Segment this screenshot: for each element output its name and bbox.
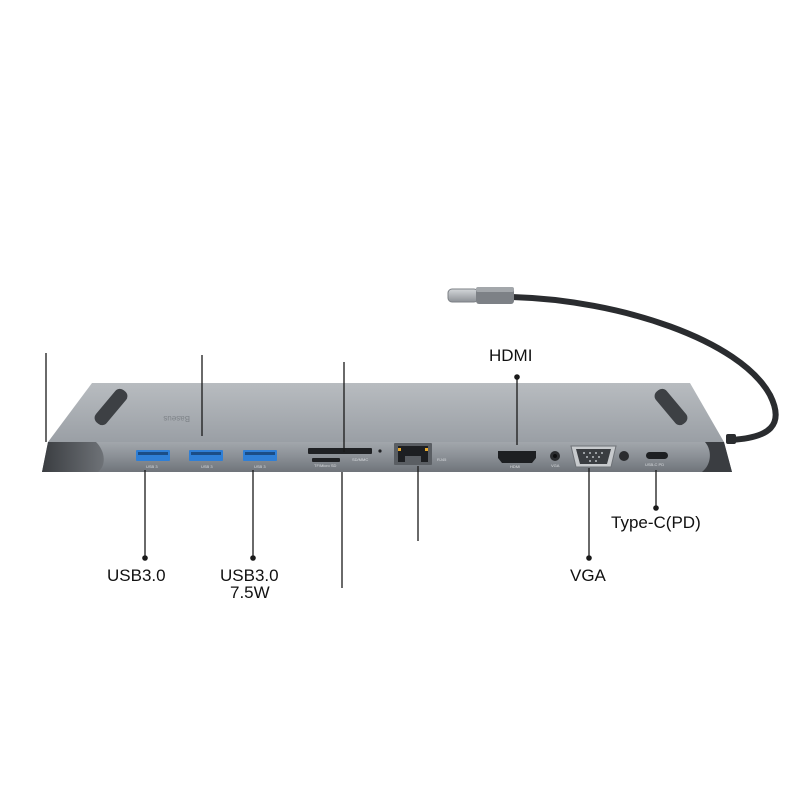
vga-port xyxy=(570,445,617,468)
card-reader-led xyxy=(378,449,382,453)
usb30-label-middle: USB3.0 xyxy=(220,566,279,585)
usb-a-port-3 xyxy=(243,450,277,461)
rubber-foot-left xyxy=(94,388,128,426)
callout-dot-vga xyxy=(586,555,592,561)
tf-card-slot xyxy=(312,458,340,462)
port-caption-usbc: USB-C PD xyxy=(645,462,664,467)
port-caption-usb3: USB 3 xyxy=(254,464,266,469)
rubber-foot-right xyxy=(654,388,688,426)
hub-front-panel xyxy=(42,442,732,472)
cable xyxy=(509,294,779,443)
callout-dot-hdmi xyxy=(514,374,520,380)
usb30-label-left: USB3.0 xyxy=(107,566,166,585)
usb-a-port-2 xyxy=(189,450,223,461)
brand-logo-text: Baseus xyxy=(163,414,190,423)
hdmi-label: HDMI xyxy=(489,346,533,365)
port-caption-hdmi: HDMI xyxy=(510,464,520,469)
usb30-power-label: 7.5W xyxy=(230,583,270,602)
cable-strain-relief xyxy=(726,434,736,444)
usb-a-port-1 xyxy=(136,450,170,461)
sd-card-slot xyxy=(308,448,372,454)
usb-c-pd-port xyxy=(646,452,668,459)
vga-label: VGA xyxy=(570,566,606,585)
port-caption-tf: TF/Micro SD xyxy=(314,463,337,468)
hub-right-end-cap xyxy=(702,442,732,472)
hub-top-surface xyxy=(48,383,724,442)
rj45-port xyxy=(394,443,432,465)
hdmi-port xyxy=(498,451,536,463)
callout-dot-usb2 xyxy=(250,555,256,561)
port-caption-sd: SD/MMC xyxy=(352,457,368,462)
callout-dot-usb1 xyxy=(142,555,148,561)
callout-dot-typec xyxy=(653,505,659,511)
port-caption-vga: VGA xyxy=(551,463,560,468)
port-caption-usb2: USB 3 xyxy=(201,464,213,469)
type-c-pd-label: Type-C(PD) xyxy=(611,513,701,532)
port-caption-usb1: USB 3 xyxy=(146,464,158,469)
port-caption-rj45: RJ45 xyxy=(437,457,447,462)
hub-left-end-cap xyxy=(42,442,104,472)
usb-c-plug xyxy=(447,287,514,304)
vga-screw-right xyxy=(619,451,629,461)
